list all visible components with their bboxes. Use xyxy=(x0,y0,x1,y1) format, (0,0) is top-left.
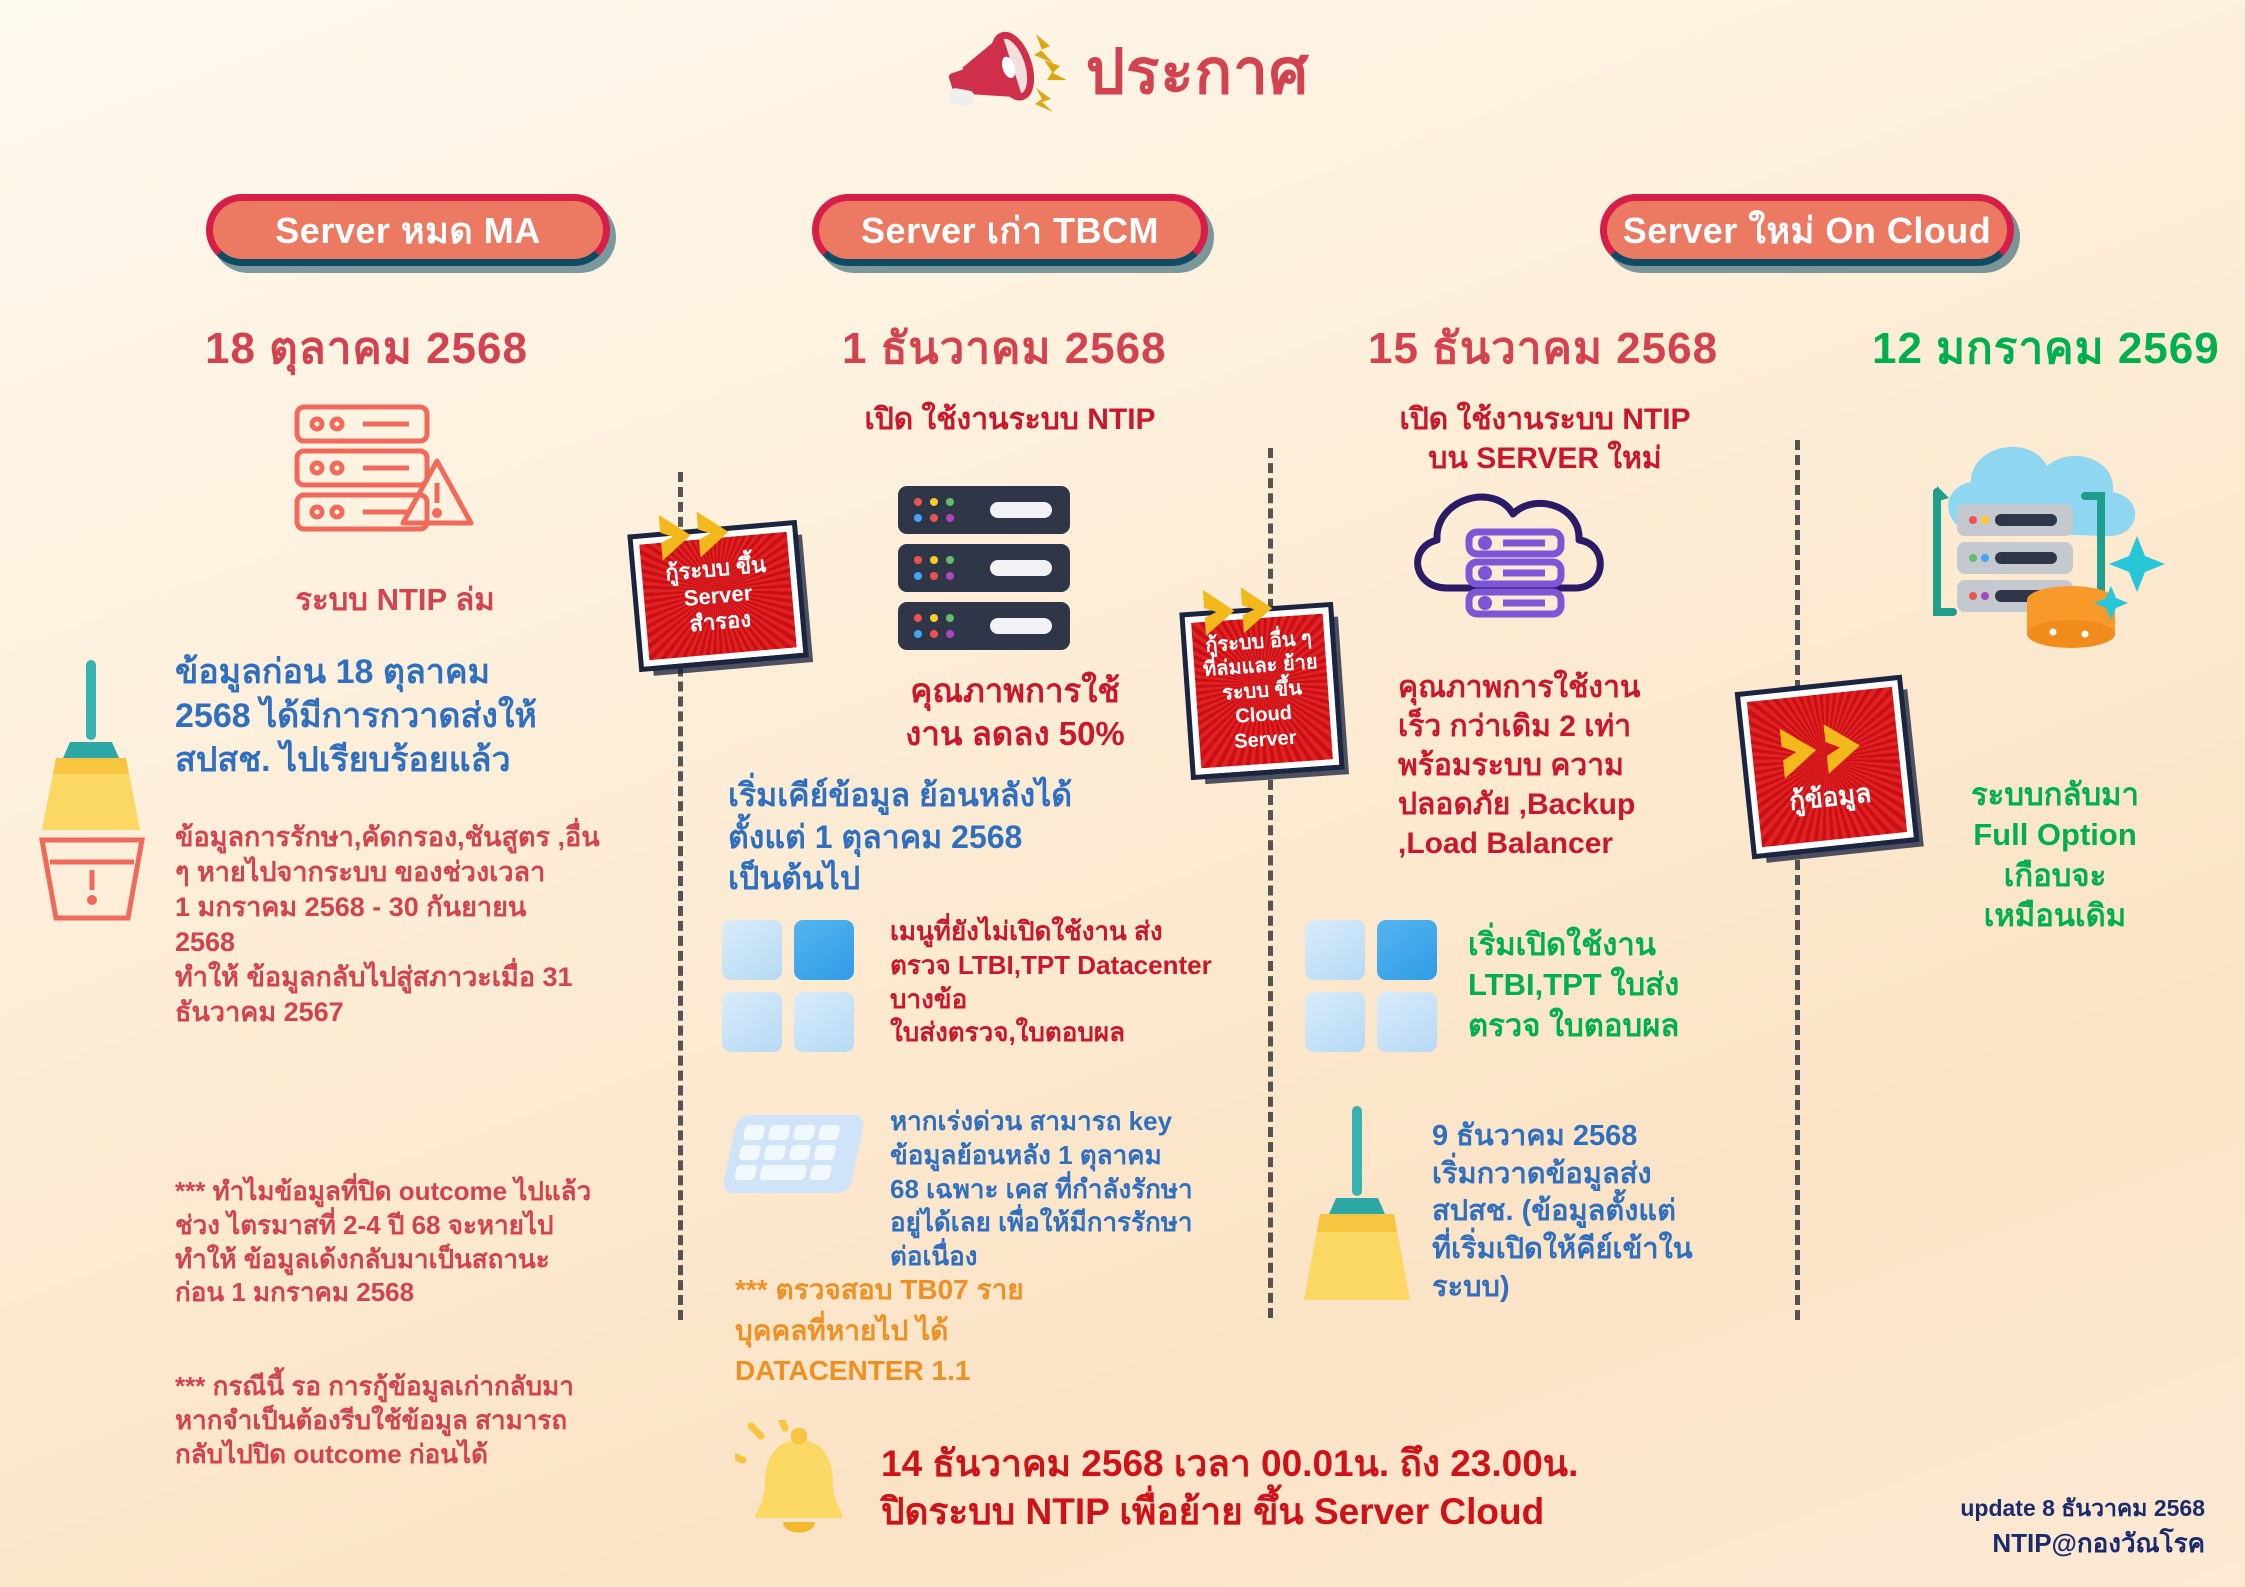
date-15-dec-2568: 15 ธันวาคม 2568 xyxy=(1368,324,1719,373)
col2-key-note: หากเร่งด่วน สามารถ key ข้อมูลย้อนหลัง 1 … xyxy=(890,1106,1193,1272)
col1-note-recovery: *** กรณีนี้ รอ การกู้ข้อมูลเก่ากลับมา หา… xyxy=(175,1371,574,1469)
column-divider-1 xyxy=(678,472,683,1320)
shutdown-notice-line1: 14 ธันวาคม 2568 เวลา 00.01น. ถึง 23.00น. xyxy=(881,1443,1579,1485)
page-header: ประกาศ xyxy=(0,18,2245,128)
column-divider-3 xyxy=(1795,440,1800,1320)
server-rack-icon xyxy=(890,480,1080,665)
column-divider-2 xyxy=(1268,448,1273,1318)
cloud-server-restore-icon xyxy=(1895,440,2175,675)
col3-subhead: เปิด ใช้งานระบบ NTIP บน SERVER ใหม่ xyxy=(1399,403,1691,475)
col4-full-option-paragraph: ระบบกลับมา Full Option เกือบจะ เหมือนเดิ… xyxy=(1971,777,2139,933)
col1-blue-paragraph: ข้อมูลก่อน 18 ตุลาคม 2568 ได้มีการกวาดส่… xyxy=(175,653,537,780)
tile-1 xyxy=(1305,920,1365,980)
col1-red-paragraph: ข้อมูลการรักษา,คัดกรอง,ชันสูตร ,อื่น ๆ ห… xyxy=(175,822,600,1028)
footer-update-date: update 8 ธันวาคม 2568 xyxy=(1960,1494,2205,1521)
shutdown-notice-line2: ปิดระบบ NTIP เพื่อย้าย ขึ้น Server Cloud xyxy=(881,1490,1545,1532)
date-18-oct-2568: 18 ตุลาคม 2568 xyxy=(205,324,528,373)
placard2-text: กู้ระบบ อื่น ๆ ที่ล่มและ ย้าย ระบบ ขึ้น … xyxy=(1202,627,1319,753)
tile-3 xyxy=(722,992,782,1052)
tile-4 xyxy=(1377,992,1437,1052)
double-chevron-right-icon xyxy=(654,501,751,567)
col2-tb07-note: *** ตรวจสอบ TB07 ราย บุคคลที่หายไป ได้ D… xyxy=(735,1274,1024,1387)
tile-1 xyxy=(722,920,782,980)
double-chevron-right-icon xyxy=(1773,712,1889,785)
col3-quality-paragraph: คุณภาพการใช้งาน เร็ว กว่าเดิม 2 เท่า พร้… xyxy=(1398,671,1641,860)
cloud-server-icon xyxy=(1395,470,1635,655)
server-rack-warning-icon xyxy=(285,395,485,560)
shutdown-notice: 14 ธันวาคม 2568 เวลา 00.01น. ถึง 23.00น.… xyxy=(729,1414,1579,1555)
col2-menu-note: เมนูที่ยังไม่เปิดใช้งาน ส่ง ตรวจ LTBI,TP… xyxy=(890,916,1212,1048)
tile-2 xyxy=(1377,920,1437,980)
page-title: ประกาศ xyxy=(1085,38,1310,107)
col3-open-usage-paragraph: เริ่มเปิดใช้งาน LTBI,TPT ใบส่ง ตรวจ ใบตอ… xyxy=(1468,927,1680,1043)
date-1-dec-2568: 1 ธันวาคม 2568 xyxy=(842,324,1167,373)
app-tiles-icon xyxy=(722,920,854,1052)
col2-quality-headline: คุณภาพการใช้ งาน ลดลง 50% xyxy=(905,672,1125,752)
placard3-text: กู้ข้อมูล xyxy=(1787,777,1873,817)
col1-headline: ระบบ NTIP ล่ม xyxy=(295,582,495,617)
broom-icon xyxy=(1290,1100,1430,1355)
placard-restore-others-cloud: กู้ระบบ อื่น ๆ ที่ล่มและ ย้าย ระบบ ขึ้น … xyxy=(1179,587,1345,781)
megaphone-icon xyxy=(936,18,1067,128)
col3-sweep-note: 9 ธันวาคม 2568 เริ่มกวาดข้อมูลส่ง สปสช. … xyxy=(1432,1120,1693,1303)
app-tiles-icon xyxy=(1305,920,1437,1052)
badge-server-new-on-cloud: Server ใหม่ On Cloud xyxy=(1600,194,2014,266)
double-chevron-right-icon xyxy=(1198,578,1294,642)
badge-server-end-of-ma: Server หมด MA xyxy=(206,194,610,266)
tile-3 xyxy=(1305,992,1365,1052)
col2-subhead: เปิด ใช้งานระบบ NTIP xyxy=(864,403,1156,436)
keyboard-icon xyxy=(718,1105,878,1220)
bell-ringing-icon xyxy=(729,1414,863,1555)
placard-restore-data: กู้ข้อมูล xyxy=(1734,674,1920,860)
placard-restore-backup-server: กู้ระบบ ขึ้น Server สำรอง xyxy=(627,511,809,673)
col1-note-outcome: *** ทำไมข้อมูลที่ปิด outcome ไปแล้ว ช่วง… xyxy=(175,1176,592,1308)
badge-server-old-tbcm: Server เก่า TBCM xyxy=(812,194,1208,266)
footer-update-info: update 8 ธันวาคม 2568 NTIP@กองวัณโรค xyxy=(1960,1492,2205,1563)
date-12-jan-2569: 12 มกราคม 2569 xyxy=(1872,324,2220,373)
col2-blue-paragraph: เริ่มเคีย์ข้อมูล ย้อนหลังได้ ตั้งแต่ 1 ต… xyxy=(728,777,1073,897)
broom-bucket-icon xyxy=(20,650,170,935)
footer-source: NTIP@กองวัณโรค xyxy=(1992,1528,2205,1559)
tile-4 xyxy=(794,992,854,1052)
tile-2 xyxy=(794,920,854,980)
